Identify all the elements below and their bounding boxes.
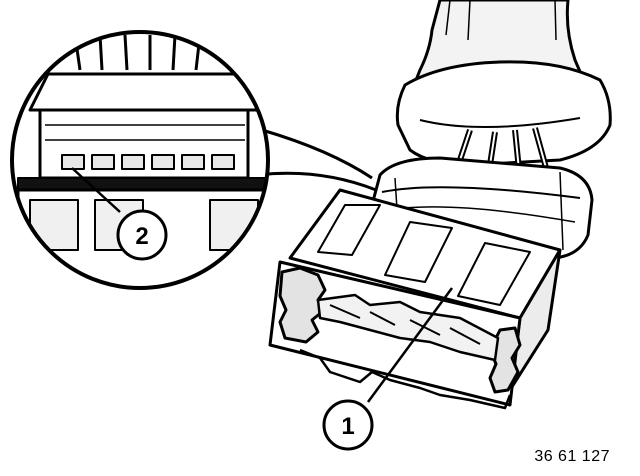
callout-2-label: 2 <box>135 223 148 250</box>
callout-2-circle <box>116 209 168 261</box>
callout-1-circle <box>322 399 374 451</box>
leader-lines <box>71 167 454 403</box>
figure-id: 36 61 127 <box>534 448 610 465</box>
leader-line-2 <box>71 167 121 213</box>
callout-2: 2 <box>116 209 168 261</box>
cable-boot <box>395 0 612 181</box>
magnifier-link <box>257 128 377 192</box>
callout-1-label: 1 <box>341 413 354 440</box>
callout-1: 1 <box>322 399 374 451</box>
terminal-face <box>278 266 522 410</box>
leader-line-1 <box>366 287 454 403</box>
